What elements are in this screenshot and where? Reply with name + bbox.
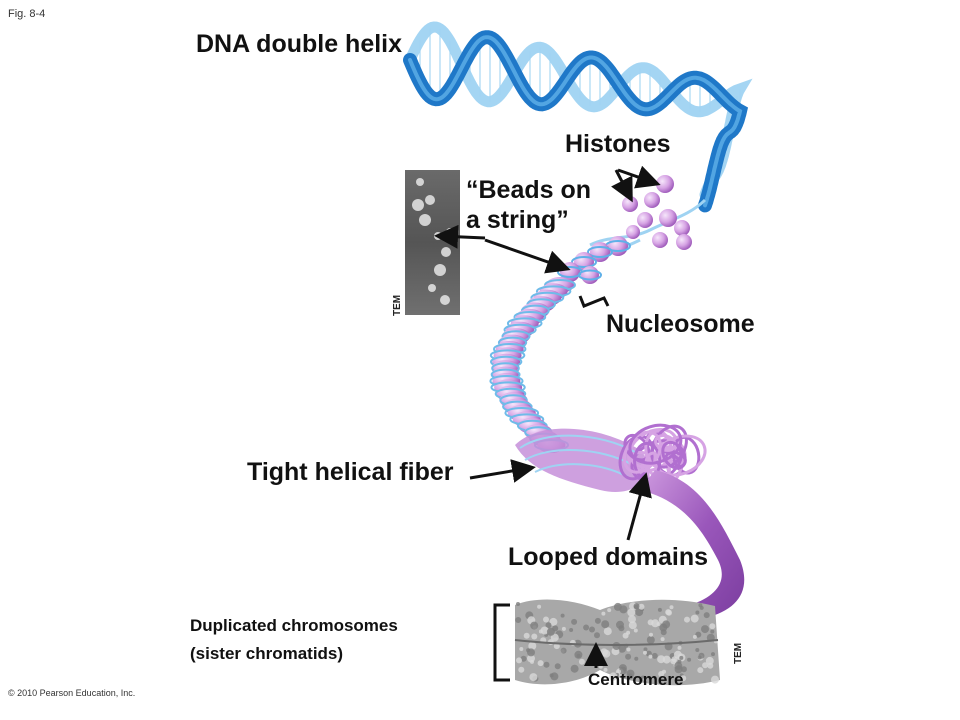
label-beads-on-a-string-line2: a string” [466, 206, 569, 234]
nucleosome-coil-drawing [489, 277, 576, 453]
tem-label-bottom: TEM [733, 642, 744, 664]
label-tight-helical-fiber: Tight helical fiber [247, 458, 454, 486]
label-dna-double-helix: DNA double helix [196, 30, 403, 58]
label-nucleosome: Nucleosome [606, 310, 755, 338]
copyright-notice: © 2010 Pearson Education, Inc. [8, 688, 136, 698]
label-duplicated-chromosomes-line1: Duplicated chromosomes [190, 616, 398, 635]
looped-domains-arrow [626, 472, 652, 541]
beads-arrow-left [434, 224, 486, 249]
histone-beads [622, 175, 692, 250]
figure-number: Fig. 8-4 [8, 8, 46, 20]
beads-on-string-drawing [557, 236, 641, 284]
histone-arrow-right [617, 165, 661, 189]
nucleosome-bracket [578, 295, 610, 308]
label-histones: Histones [565, 130, 671, 158]
label-duplicated-chromosomes-line2: (sister chromatids) [190, 644, 344, 663]
duplicated-chromosome-drawing [514, 599, 720, 686]
tem-label-top: TEM [392, 294, 403, 316]
beads-arrow-right [484, 238, 571, 274]
label-looped-domains: Looped domains [508, 543, 708, 571]
tem-micrograph-beads [412, 178, 454, 305]
tem-micrograph-top [405, 170, 460, 315]
label-centromere: Centromere [588, 670, 684, 689]
chromosome-bracket [493, 603, 510, 682]
label-beads-on-a-string-line1: “Beads on [466, 176, 592, 204]
tight-helical-fiber-drawing [515, 428, 648, 492]
dna-double-helix-drawing [403, 21, 753, 247]
tight-fiber-arrow [469, 459, 536, 483]
pointer-arrows [434, 165, 661, 668]
histone-arrow-left [611, 169, 633, 203]
